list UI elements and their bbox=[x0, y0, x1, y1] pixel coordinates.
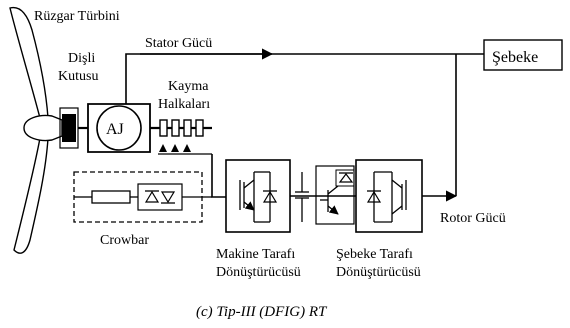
gearbox-label-line1: Dişli bbox=[68, 51, 95, 66]
grid-converter-label-line1: Şebeke Tarafı bbox=[336, 247, 413, 262]
wind-turbine-label: Rüzgar Türbini bbox=[34, 9, 120, 24]
dc-diode bbox=[338, 173, 354, 183]
stator-power-label: Stator Gücü bbox=[145, 36, 212, 51]
machine-side-converter: Makine Tarafı Dönüştürücüsü bbox=[216, 159, 301, 280]
thyristor-1 bbox=[144, 190, 160, 203]
crowbar-label: Crowbar bbox=[100, 233, 149, 248]
brush-2 bbox=[171, 144, 179, 152]
crowbar: Crowbar bbox=[73, 171, 212, 248]
igbt2-emitter bbox=[391, 205, 403, 215]
dc-igbt-collector bbox=[327, 185, 339, 195]
upper-blade bbox=[9, 6, 49, 119]
dc-link-capacitor bbox=[295, 172, 309, 222]
slip-ring-1 bbox=[159, 119, 168, 137]
gearbox-label-line2: Kutusu bbox=[58, 69, 98, 84]
lower-blade bbox=[13, 137, 49, 254]
stator-power-line: Stator Gücü bbox=[125, 36, 484, 104]
wind-turbine: Rüzgar Türbini bbox=[9, 6, 120, 254]
thyristor-2 bbox=[160, 191, 176, 204]
grid-side-converter: Şebeke Tarafı Dönüştürücüsü bbox=[336, 159, 423, 280]
machine-converter-box bbox=[225, 159, 291, 233]
igbt2-collector bbox=[391, 179, 403, 189]
dc-switch-frame bbox=[315, 165, 355, 225]
crowbar-thyristor-frame bbox=[137, 183, 183, 211]
grid-box bbox=[483, 39, 563, 71]
generator-label: AJ bbox=[106, 121, 124, 138]
brush-1 bbox=[159, 144, 167, 152]
dc-diode-box bbox=[335, 169, 355, 187]
brush-3 bbox=[183, 144, 191, 152]
rotor-wire-to-converter bbox=[211, 154, 226, 198]
figure-caption: (c) Tip-III (DFIG) RT bbox=[196, 304, 328, 320]
machine-converter-label-line2: Dönüştürücüsü bbox=[216, 265, 301, 280]
generator-circle bbox=[96, 105, 142, 151]
grid-label: Şebeke bbox=[492, 49, 538, 66]
slip-ring-2 bbox=[171, 119, 180, 137]
slip-rings: Kayma Halkaları bbox=[158, 79, 212, 155]
igbt1-collector bbox=[243, 179, 255, 189]
hub bbox=[23, 114, 63, 142]
slip-rings-label-line2: Halkaları bbox=[158, 97, 210, 112]
igbt1-emitter bbox=[243, 201, 255, 211]
machine-converter-label-line1: Makine Tarafı bbox=[216, 247, 295, 262]
grid-converter-label-line2: Dönüştürücüsü bbox=[336, 265, 421, 280]
rotor-power-line: Rotor Gücü bbox=[422, 54, 506, 226]
grid: Şebeke bbox=[483, 39, 563, 71]
slip-ring-3 bbox=[183, 119, 192, 137]
crowbar-resistor bbox=[91, 190, 131, 204]
slip-ring-4 bbox=[195, 119, 204, 137]
dc-igbt-emitter bbox=[327, 205, 339, 215]
slip-rings-label-line1: Kayma bbox=[168, 79, 209, 94]
rotor-power-label: Rotor Gücü bbox=[440, 211, 506, 226]
gearbox: Dişli Kutusu bbox=[58, 51, 98, 149]
gearbox-body bbox=[62, 114, 76, 142]
generator: AJ bbox=[87, 103, 151, 153]
grid-converter-box bbox=[355, 159, 423, 233]
dc-link-switch bbox=[315, 165, 355, 225]
